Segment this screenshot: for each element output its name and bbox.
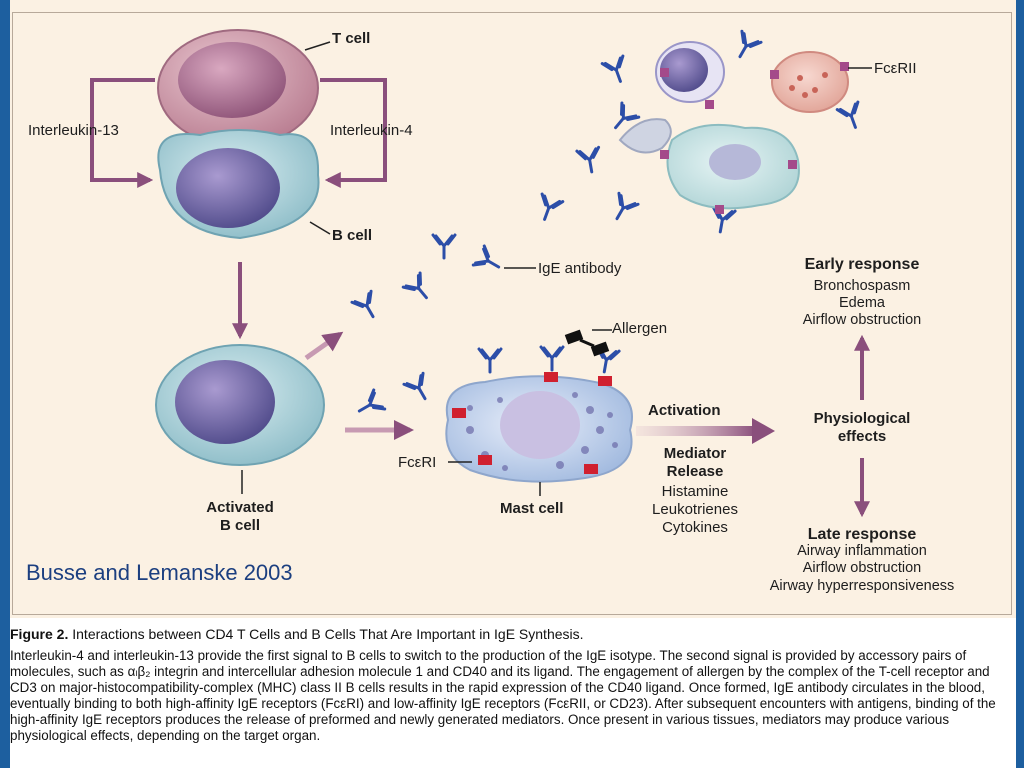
mediator-release-label: Mediator Release	[663, 445, 727, 480]
mast-cell-label: Mast cell	[500, 500, 564, 517]
allergen-complex	[539, 329, 621, 376]
t-cell	[157, 29, 319, 147]
early-response-title: Early response	[804, 256, 920, 273]
late-response-item: Airway hyperresponsiveness	[769, 578, 955, 594]
mediator-leukotrienes: Leukotrienes	[652, 501, 738, 518]
early-response-item: Airflow obstruction	[802, 312, 922, 328]
activated-b-cell	[155, 344, 325, 466]
mediator-flow-arrowhead	[752, 418, 775, 444]
t-cell-label: T cell	[332, 30, 371, 47]
caption-body: Interleukin-4 and interleukin-13 provide…	[10, 648, 996, 743]
late-response-title: Late response	[807, 526, 917, 543]
mediator-histamine: Histamine	[661, 483, 729, 500]
early-response-item: Bronchospasm	[813, 278, 911, 294]
ige-synthesis-diagram	[90, 29, 872, 518]
figure-border	[12, 12, 1012, 615]
interleukin-4-label: Interleukin-4	[330, 122, 413, 139]
fceril-label: FcεRII	[874, 60, 917, 77]
slide-left-edge	[0, 0, 10, 768]
leader-lines	[241, 41, 872, 496]
b-cell-label: B cell	[332, 227, 373, 244]
activation-label: Activation	[648, 402, 721, 419]
ige-antibody-label: IgE antibody	[538, 260, 622, 277]
slide-right-edge	[1016, 0, 1024, 768]
interleukin-4-arrow	[320, 78, 387, 188]
mediator-flow-arrow	[636, 426, 756, 436]
figure-number: Figure 2.	[10, 626, 69, 642]
target-cells	[618, 41, 849, 214]
caption-title: Figure 2. Interactions between CD4 T Cel…	[10, 626, 584, 642]
mast-cell	[445, 372, 633, 483]
secretion-arrow	[304, 331, 344, 361]
late-response-item: Airflow obstruction	[802, 560, 922, 576]
early-response-item: Edema	[839, 295, 885, 311]
interleukin-13-arrow	[90, 78, 155, 188]
late-response-item: Airway inflammation	[797, 543, 927, 559]
interleukin-13-label: Interleukin-13	[28, 122, 119, 139]
citation: Busse and Lemanske 2003	[26, 560, 293, 585]
physiological-effects-label: Physiological effects	[813, 410, 911, 445]
b-cell	[157, 129, 320, 240]
activated-b-cell-label: Activated B cell	[206, 499, 274, 534]
fceri-label: FcεRI	[398, 454, 437, 471]
figure-title: Interactions between CD4 T Cells and B C…	[72, 626, 584, 642]
caption-panel	[10, 618, 1016, 768]
allergen-label: Allergen	[612, 320, 668, 337]
mediator-cytokines: Cytokines	[662, 519, 728, 536]
